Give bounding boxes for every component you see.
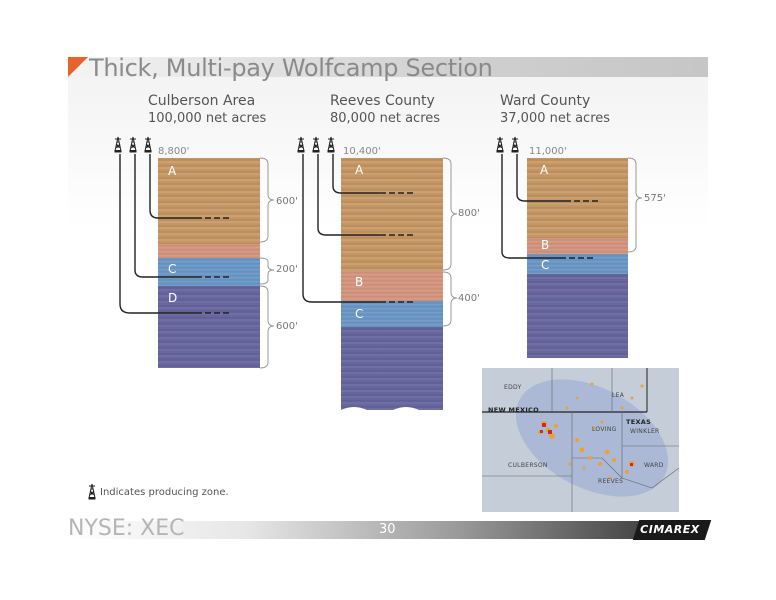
map-label: REEVES [598,478,624,485]
map-label: WARD [644,462,664,469]
map-label: LEA [612,392,625,399]
rig-icon [297,136,305,153]
rig-icon [144,136,152,153]
column-heading-ward: Ward County 37,000 net acres [500,93,610,127]
rig-icon [114,136,122,153]
stratigraphic-column-ward [527,158,628,358]
title-accent [68,57,88,77]
area-name: Reeves County [330,93,435,109]
footer-bar [68,521,668,539]
stratigraphic-column-culberson [158,158,260,368]
stock-ticker: NYSE: XEC [68,516,185,541]
map-label: TEXAS [626,418,652,426]
logo-text: CIMAREX [640,523,700,536]
thickness-label: 600' [276,321,298,332]
zone-label: B [355,275,364,289]
page-number: 30 [379,522,396,537]
net-acres: 100,000 net acres [148,111,267,126]
legend-rig-icon [88,483,96,500]
title-bar [68,57,708,77]
zone-label: A [355,163,364,177]
zone-label: B [541,238,550,252]
thickness-label: 600' [276,196,298,207]
depth-label: 10,400' [343,146,381,157]
zone-label: D [168,291,178,305]
legend-note: Indicates producing zone. [100,487,229,498]
rig-icon [496,136,504,153]
zone-label: C [355,307,364,321]
map-label: WINKLER [630,428,660,435]
rig-icon [511,136,519,153]
map-label: CULBERSON [508,462,548,469]
net-acres: 37,000 net acres [500,111,611,126]
zone-label: A [168,164,177,178]
rig-icon [129,136,137,153]
net-acres: 80,000 net acres [330,111,441,126]
zone-label: A [540,163,549,177]
zone-label: C [541,258,550,272]
thickness-label: 400' [458,293,480,304]
stratigraphic-column-reeves [341,158,443,410]
depth-label: 8,800' [158,146,190,157]
rig-icon [327,136,335,153]
area-name: Culberson Area [148,93,256,109]
depth-label: 11,000' [529,146,567,157]
company-logo: CIMAREX [632,520,712,540]
zone-label: C [168,262,177,276]
column-heading-culberson: Culberson Area 100,000 net acres [148,93,266,127]
map-label: EDDY [504,384,522,391]
thickness-label: 575' [644,193,666,204]
area-name: Ward County [500,93,591,109]
map-inset: EDDY LEA NEW MEXICO TEXAS LOVING WINKLER… [482,368,679,512]
thickness-label: 200' [276,264,298,275]
slide-title: Thick, Multi-pay Wolfcamp Section [89,54,493,82]
thickness-label: 800' [458,208,480,219]
rig-icon [312,136,320,153]
column-heading-reeves: Reeves County 80,000 net acres [330,93,440,127]
map-label: NEW MEXICO [488,406,539,414]
map-label: LOVING [592,426,617,433]
